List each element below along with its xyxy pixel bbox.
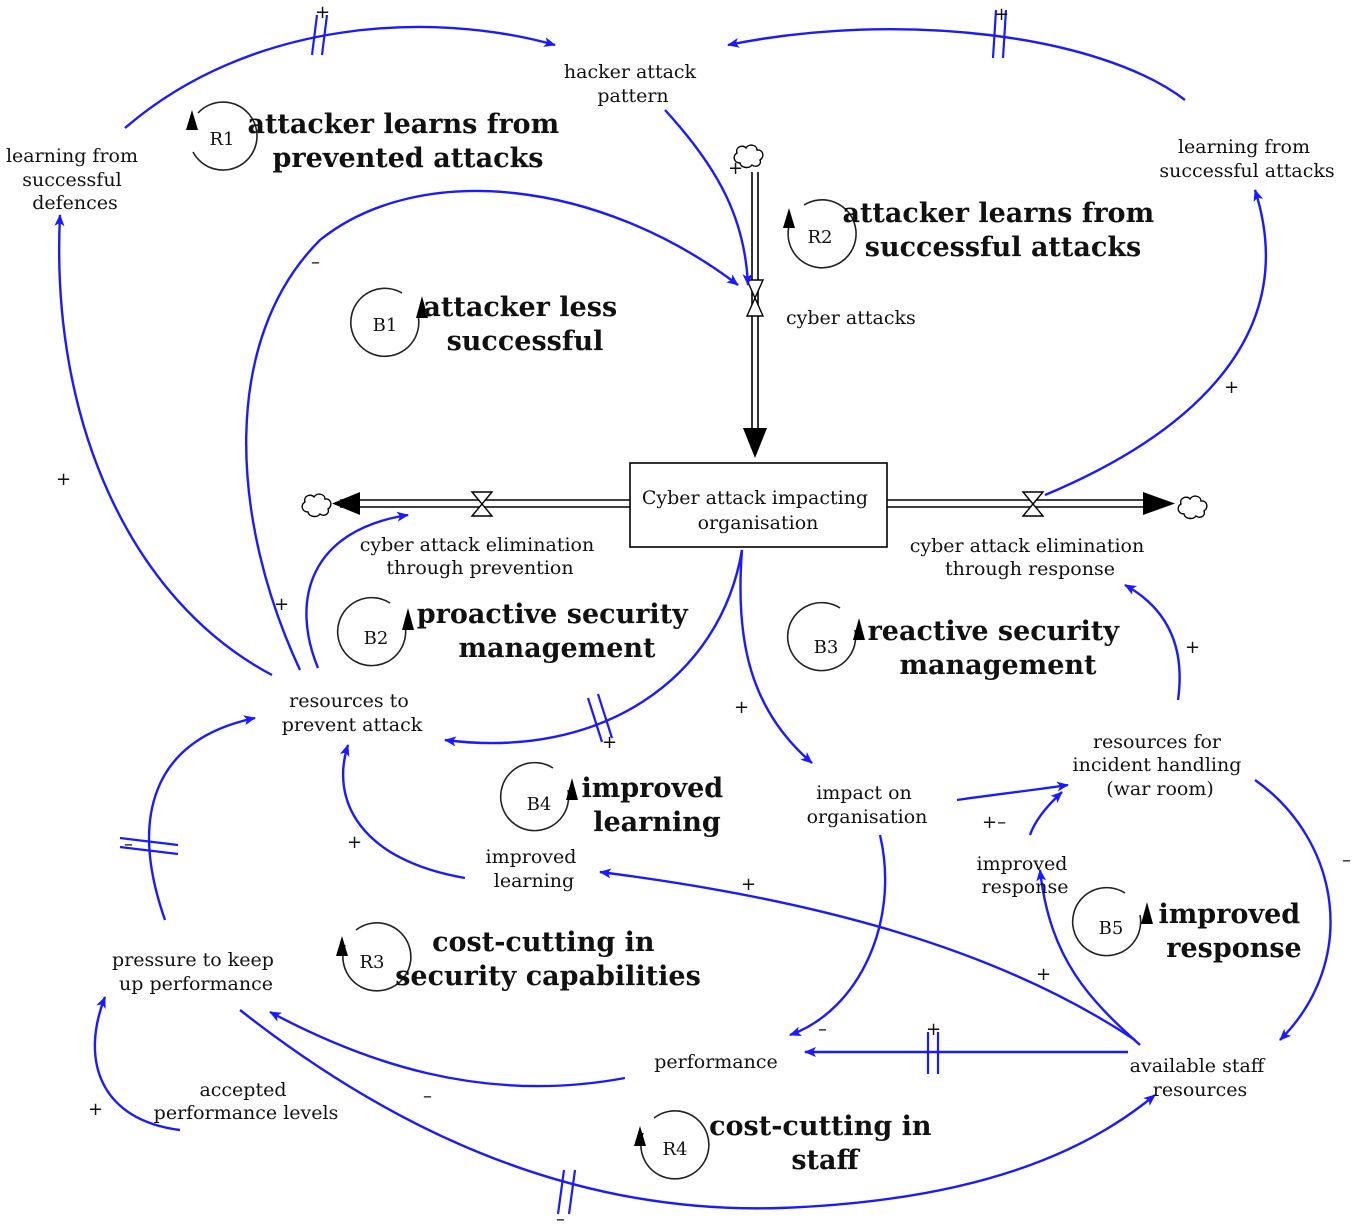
polarity-sign: + [56,469,71,490]
svg-text:B1: B1 [373,315,398,336]
var-performance: performance [654,1051,778,1073]
svg-text:R4: R4 [662,1139,687,1160]
loop-marker-b2: B2 [336,596,414,667]
polarity-sign: + [347,832,362,853]
var-hacker-attack-pattern: hacker attack pattern [564,61,702,107]
polarity-sign: + [728,158,743,179]
polarity-sign: + [315,2,330,23]
valve-response-icon [1021,491,1045,517]
svg-text:B2: B2 [364,628,389,649]
polarity-sign: + [926,1019,941,1040]
loop-marker-r1: R1 [186,101,258,171]
polarity-sign: + [1224,377,1239,398]
source-cloud-icon [733,144,764,169]
var-elimination-prevention: cyber attack elimination through prevent… [360,534,601,579]
polarity-sign: – [556,1209,565,1230]
stock-box [629,462,888,548]
polarity-signs: + + + – + + + + + + +– – + – + + – + – +… [56,2,1351,1230]
loop-name-r4: cost-cutting in staff [709,1111,941,1176]
loop-marker-b3: B3 [786,601,865,672]
loop-name-r1: attacker learns from prevented attacks [247,109,568,174]
var-accepted-levels: accepted performance levels [154,1079,339,1124]
loop-marker-b1: B1 [350,287,428,358]
svg-text:R3: R3 [359,952,384,973]
var-available-staff: available staff resources [1130,1055,1271,1101]
polarity-sign: + [88,1099,103,1120]
var-resources-incident: resources for incident handling (war roo… [1073,731,1248,800]
sink-cloud-right-icon [1177,495,1208,520]
stock-label: Cyber attack impacting organisation [642,487,874,534]
loop-name-r3: cost-cutting in security capabilities [395,927,701,992]
polarity-sign: + [994,4,1009,25]
polarity-sign: + [602,732,617,753]
loop-marker-r3: R3 [336,922,412,992]
variable-labels: hacker attack pattern learning from succ… [6,61,1335,1124]
polarity-sign: – [124,834,133,855]
loop-marker-b5: B5 [1071,886,1153,957]
loop-name-r2: attacker learns from successful attacks [842,198,1163,263]
var-cyber-attacks: cyber attacks [786,307,916,329]
polarity-sign: – [818,1019,827,1040]
var-impact: impact on organisation [807,782,928,828]
loop-name-b5: improved response [1158,899,1309,964]
svg-text:R1: R1 [209,129,234,150]
polarity-sign: + [1036,964,1051,985]
valve-cyber-attacks-icon [745,279,765,317]
loop-markers: R1 attacker learns from prevented attack… [186,101,1309,1180]
polarity-sign: + [734,697,749,718]
loop-marker-r4: R4 [634,1110,710,1180]
svg-text:B4: B4 [527,794,552,815]
var-learning-successful-defences: learning from successful defences [6,145,144,214]
var-pressure: pressure to keep up performance [112,949,280,995]
valve-prevention-icon [470,491,494,517]
causal-links [54,9,1332,1215]
svg-text:R2: R2 [807,227,832,248]
svg-text:B5: B5 [1099,918,1124,939]
polarity-sign: + [741,874,756,895]
var-improved-learning: improved learning [486,846,583,892]
var-improved-response: improved response [977,853,1074,898]
var-resources-prevent: resources to prevent attack [282,690,423,736]
loop-name-b3: reactive security management [868,616,1129,681]
loop-name-b4: improved learning [581,773,732,838]
polarity-sign: +– [982,812,1006,833]
loop-marker-b4: B4 [499,761,578,832]
polarity-sign: + [274,594,289,615]
svg-text:B3: B3 [814,637,839,658]
loop-name-b2: proactive security management [417,599,698,664]
var-elimination-response: cyber attack elimination through respons… [910,535,1151,580]
polarity-sign: + [1185,637,1200,658]
polarity-sign: – [311,252,320,273]
stock-flow-structure [301,144,1208,548]
loop-marker-r2: R2 [783,199,857,269]
polarity-sign: – [423,1086,432,1107]
polarity-sign: – [1342,850,1351,871]
var-learning-successful-attacks: learning from successful attacks [1159,136,1334,182]
loop-name-b1: attacker less successful [423,292,626,357]
sink-cloud-left-icon [301,493,332,518]
